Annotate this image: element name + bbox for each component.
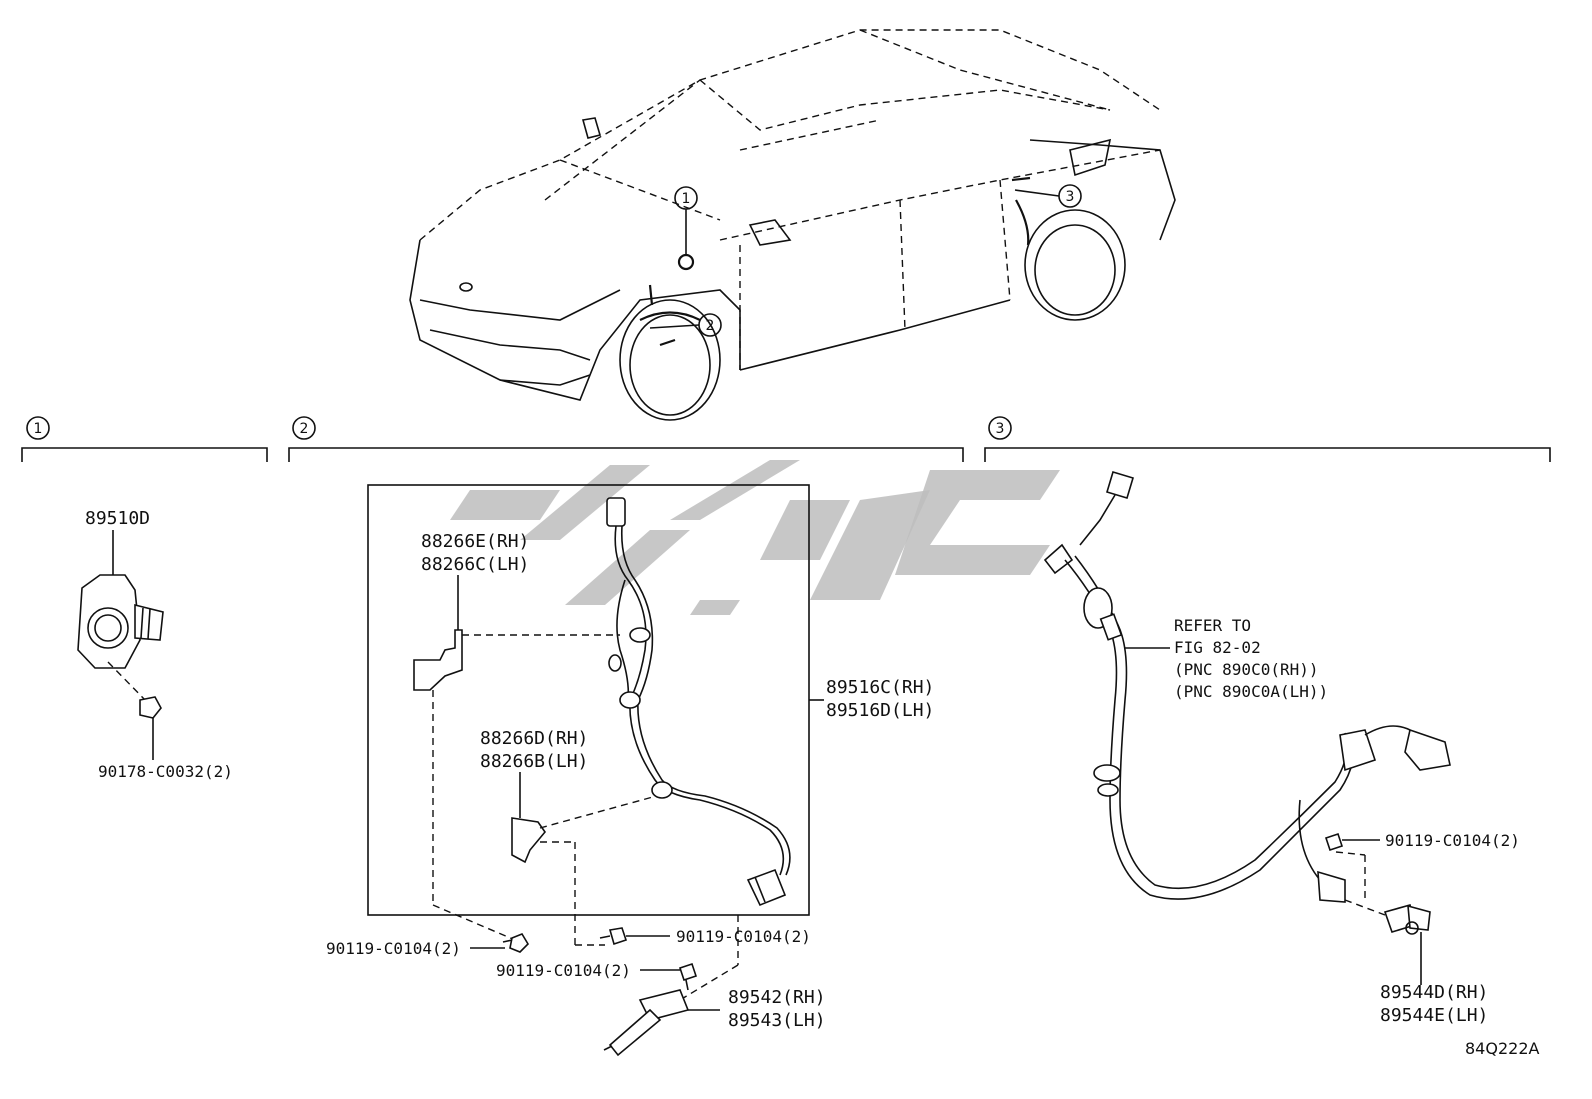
part-label-89544E-LH: 89544E(LH) [1380, 1005, 1488, 1026]
part-label-89516C-RH: 89516C(RH) [826, 677, 934, 698]
section-2-header: 2 [288, 416, 964, 462]
section-3-header: 3 [984, 416, 1551, 462]
refer-to-line-1: REFER TO [1174, 616, 1251, 635]
watermark-logo [450, 460, 1060, 615]
rear-speed-sensor-illustration [1383, 904, 1431, 935]
refer-to-line-2: FIG 82-02 [1174, 638, 1261, 657]
part-label-88266D-RH: 88266D(RH) [480, 728, 588, 749]
part-label-88266C-LH: 88266C(LH) [421, 554, 529, 575]
section-number: 3 [996, 421, 1005, 437]
vehicle-illustration [409, 29, 1176, 421]
part-label-bolt-left: 90119-C0104(2) [326, 939, 461, 958]
section-2-parts: 88266E(RH) 88266C(LH) 88266D(RH) 88266B(… [326, 484, 934, 1057]
car-callout-3: 3 [1014, 184, 1082, 208]
callout-number: 3 [1066, 189, 1075, 205]
car-callout-2: 2 [649, 313, 722, 337]
bracket-lower-illustration [511, 817, 547, 864]
section-number: 1 [34, 421, 43, 437]
diagram-code: 84Q222A [1465, 1039, 1539, 1058]
car-callout-1: 1 [674, 186, 698, 255]
part-label-bolt-right: 90119-C0104(2) [676, 927, 811, 946]
parking-sensor-illustration [77, 574, 164, 669]
part-label-89542-RH: 89542(RH) [728, 987, 826, 1008]
part-label-89543-LH: 89543(LH) [728, 1010, 826, 1031]
section-1-header: 1 [21, 416, 268, 462]
part-label-88266B-LH: 88266B(LH) [480, 751, 588, 772]
refer-to-line-3: (PNC 890C0(RH)) [1174, 660, 1319, 679]
wheel-speed-sensor-illustration [603, 989, 690, 1057]
part-label-bolt-lower: 90119-C0104(2) [496, 961, 631, 980]
part-label-88266E-RH: 88266E(RH) [421, 531, 529, 552]
bolt-illustration [599, 927, 628, 946]
part-label-89516D-LH: 89516D(LH) [826, 700, 934, 721]
bolt-illustration [678, 962, 698, 991]
part-label-90178-C0032: 90178-C0032(2) [98, 762, 233, 781]
part-label-89544D-RH: 89544D(RH) [1380, 982, 1488, 1003]
clip-illustration [139, 696, 162, 719]
callout-number: 1 [682, 191, 691, 207]
rear-sensor-harness-illustration [1043, 471, 1451, 903]
callout-number: 2 [706, 318, 715, 334]
bracket-upper-illustration [413, 629, 463, 691]
bolt-illustration [502, 933, 530, 953]
part-label-89510D: 89510D [85, 508, 150, 529]
part-label-bolt-section-3: 90119-C0104(2) [1385, 831, 1520, 850]
section-number: 2 [300, 421, 309, 437]
refer-to-line-4: (PNC 890C0A(LH)) [1174, 682, 1328, 701]
speed-sensor-harness-illustration [606, 497, 791, 907]
section-3-parts: REFER TO FIG 82-02 (PNC 890C0(RH)) (PNC … [1043, 471, 1520, 1026]
section-1-parts: 89510D 90178-C0032(2) [77, 508, 233, 781]
bolt-illustration [1324, 832, 1344, 852]
